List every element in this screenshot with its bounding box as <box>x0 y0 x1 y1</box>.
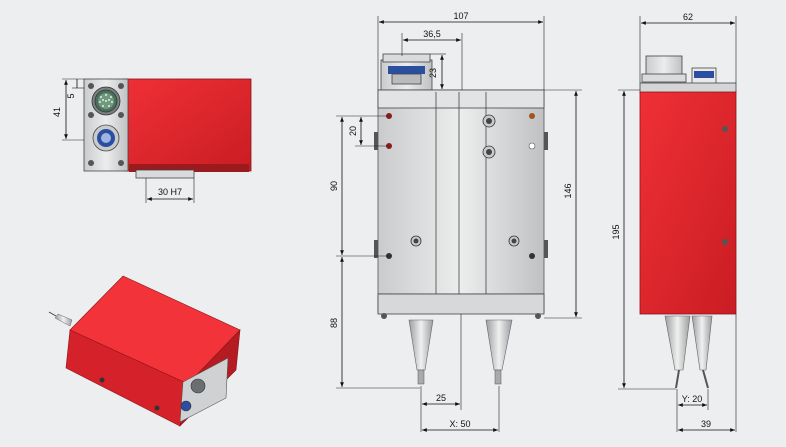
side-needle-right <box>691 315 713 371</box>
bolt-icon <box>99 377 105 383</box>
circular-connector-icon <box>91 86 121 116</box>
mounting-hole-icon <box>529 113 535 119</box>
dim-146: 146 <box>563 183 573 198</box>
side-needle-left <box>664 315 691 371</box>
dim-90: 90 <box>329 181 339 191</box>
bolt-icon <box>118 112 124 118</box>
dim-30-h7: 30 H7 <box>158 187 182 197</box>
dim-x-50: X: 50 <box>449 419 470 429</box>
dim-41: 41 <box>52 107 62 117</box>
dim-88: 88 <box>329 318 339 328</box>
dim-25: 25 <box>436 393 446 403</box>
bolt-icon <box>154 405 160 411</box>
mounting-hole-icon <box>528 142 536 150</box>
dim-y-20: Y: 20 <box>682 394 703 404</box>
side-top-plate <box>639 82 737 94</box>
end-view-housing-feet <box>129 164 249 172</box>
dim-62: 62 <box>683 12 693 22</box>
dim-36-5: 36,5 <box>423 29 441 39</box>
iso-needle <box>54 313 73 327</box>
iso-needle-tip <box>48 311 57 317</box>
bolt-icon <box>88 160 94 166</box>
bolt-icon <box>722 239 728 245</box>
front-main-body <box>377 89 545 313</box>
dim-39: 39 <box>701 419 711 429</box>
dim-195: 195 <box>611 224 621 239</box>
bolt-icon <box>118 83 124 89</box>
dim-20: 20 <box>348 126 358 136</box>
side-view: 62 195 Y: 20 39 <box>611 12 737 432</box>
circular-connector-icon <box>190 378 206 394</box>
dim-5: 5 <box>66 93 76 98</box>
mounting-hole-icon <box>529 253 535 259</box>
dim-23: 23 <box>428 68 438 78</box>
bolt-icon <box>88 83 94 89</box>
pneumatic-fitting-icon <box>92 124 120 152</box>
front-needle-left <box>408 319 434 371</box>
bolt-icon <box>88 112 94 118</box>
small-end-view: 41 5 30 H7 <box>52 78 252 203</box>
bolt-icon <box>118 160 124 166</box>
end-view-red-housing <box>123 78 252 172</box>
pneumatic-fitting-icon <box>180 400 192 412</box>
end-view-bottom-tab <box>135 169 195 179</box>
isometric-view <box>48 275 241 427</box>
front-view: 107 36,5 23 20 90 88 146 25 <box>329 11 582 432</box>
side-red-housing <box>639 91 737 315</box>
dim-107: 107 <box>453 11 468 21</box>
front-needle-right <box>485 319 513 371</box>
bolt-icon <box>722 126 728 132</box>
